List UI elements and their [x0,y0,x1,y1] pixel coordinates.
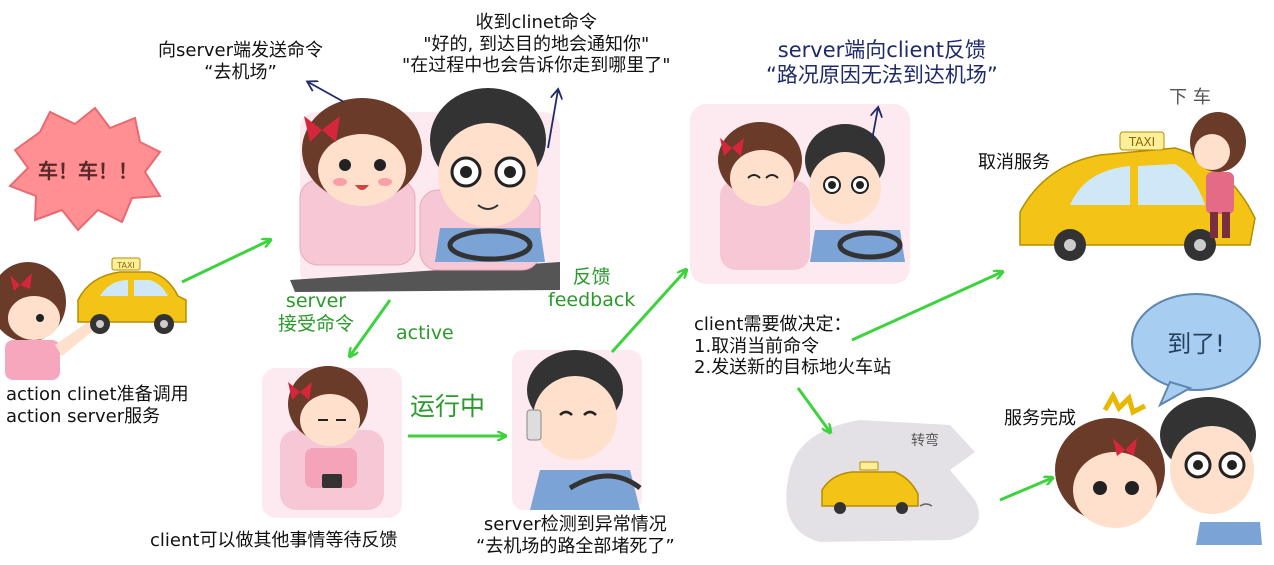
step-client-call-line2: action server服务 [6,405,161,427]
server-feedback-line1: server端向client反馈 [777,38,986,62]
client-decide-line2: 1.取消当前命令 [694,335,820,357]
scene-complete: 到了! [1055,293,1262,545]
burst-text: 车！车！！ [38,159,138,183]
client-decide-label: client需要做决定： 1.取消当前命令 2.发送新的目标地火车站 [694,314,891,379]
scene-order-car [290,88,560,292]
server-feedback-label: server端向client反馈 “路况原因无法到达机场” [766,38,998,88]
running-label: 运行中 [410,392,486,421]
handwritten-turn: 转弯 [911,432,939,449]
step-send-command: 向server端发送命令 “去机场” [158,40,323,83]
server-detect-line1: server检测到异常情况 [483,514,667,535]
client-wait-label: client可以做其他事情等待反馈 [150,530,398,551]
step-send-command-line2: “去机场” [204,61,277,83]
active-label: active [396,322,454,344]
cancel-service-label: 取消服务 [978,152,1050,173]
arrow-decide-to-cancel [851,272,1002,342]
client-decide-line3: 2.发送新的目标地火车站 [694,357,892,379]
server-feedback-line2: “路况原因无法到达机场” [766,63,998,88]
step-client-call: action clinet准备调用 action server服务 [6,384,189,427]
arrow-detect-to-feedback [610,270,686,354]
step-command-received-line2: "好的, 到达目的地会通知你" [423,33,650,55]
handwritten-get-off: 下 车 [1169,87,1211,108]
scene-cancel-taxi: 下 车 TAXI [1019,87,1256,261]
step-command-received-line1: 收到clinet命令 [475,12,597,33]
step-command-received-line3: "在过程中也会告诉你走到哪里了" [402,55,671,77]
arrow-turn-to-complete [999,478,1052,502]
server-accept-line2: 接受命令 [278,312,355,335]
feedback-label: 反馈 feedback [548,266,635,312]
feedback-en: feedback [548,288,636,311]
girl-hailing [0,262,94,380]
arrow-car-to-wait [350,299,392,356]
scene-server-detect [512,350,642,510]
taxi-small: TAXI [77,257,187,334]
step-command-received: 收到clinet命令 "好的, 到达目的地会通知你" "在过程中也会告诉你走到哪… [402,12,671,77]
scene-feedback-car [690,104,910,284]
pointer-server-feedback [872,108,878,141]
arrow-hail-to-car [181,240,270,284]
pointer-received [547,90,558,149]
taxi-sign-2: TAXI [1128,135,1155,149]
pointer-order [308,82,345,103]
step-send-command-line1: 向server端发送命令 [158,40,323,61]
server-detect-line2: “去机场的路全部堵死了” [476,535,675,557]
arrow-decide-to-turn [796,387,830,432]
scene-client-waiting [262,366,402,518]
step-client-call-line1: action clinet准备调用 [6,384,189,405]
server-accept-label: server 接受命令 [278,290,354,336]
service-complete-label: 服务完成 [1004,408,1076,429]
server-detect-label: server检测到异常情况 “去机场的路全部堵死了” [476,514,675,557]
hail-burst: 车！车！！ [8,106,162,232]
client-decide-line1: client需要做决定： [694,314,852,335]
pointer-arrows [308,82,878,149]
server-accept-line1: server [285,290,347,312]
scene-turn: 转弯 [786,420,980,542]
bubble-text: 到了! [1167,330,1225,358]
feedback-zh: 反馈 [572,266,611,288]
flow-arrows [181,240,1052,502]
taxi-sign-1: TAXI [116,261,135,270]
